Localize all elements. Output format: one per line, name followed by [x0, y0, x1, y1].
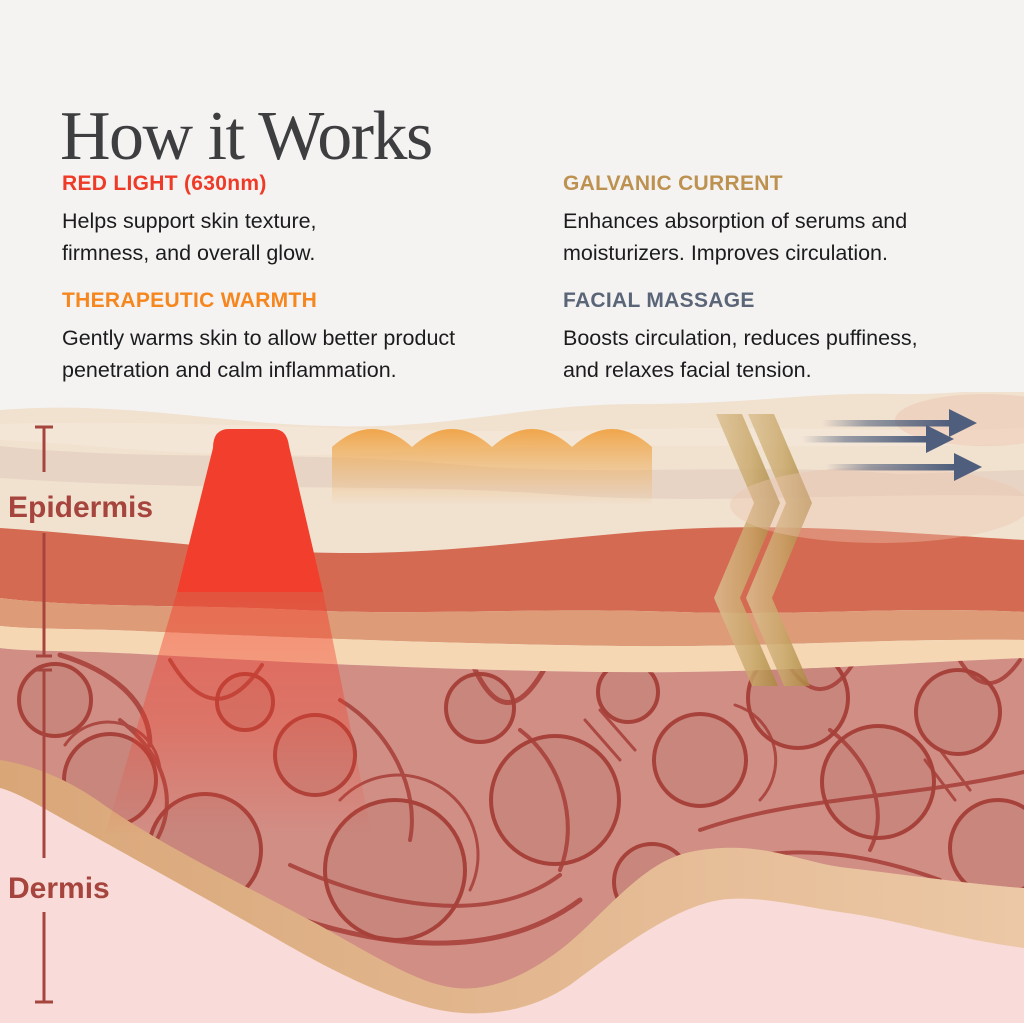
warmth-gradient-icon [332, 429, 652, 505]
massage-arrow [822, 409, 977, 437]
feature-therapeutic-warmth: THERAPEUTIC WARMTH Gently warms skin to … [62, 289, 542, 386]
dermis-bracket [35, 668, 53, 1004]
feature-red-light-heading: RED LIGHT (630nm) [62, 172, 267, 195]
feature-facial-massage-body: Boosts circulation, reduces puffiness,an… [563, 326, 918, 382]
feature-therapeutic-warmth-body: Gently warms skin to allow better produc… [62, 326, 456, 382]
epidermis-label: Epidermis [8, 491, 153, 524]
red-light-beam-icon [105, 429, 372, 835]
massage-arrows-icon [730, 394, 1024, 543]
galvanic-zigzag-icon [714, 414, 812, 686]
feature-galvanic-current: GALVANIC CURRENT Enhances absorption of … [563, 172, 1024, 269]
feature-red-light: RED LIGHT (630nm) Helps support skin tex… [62, 172, 542, 269]
page-title: How it Works [60, 97, 433, 175]
feature-facial-massage: FACIAL MASSAGE Boosts circulation, reduc… [563, 289, 1024, 386]
massage-arrow [826, 453, 982, 481]
feature-therapeutic-warmth-heading: THERAPEUTIC WARMTH [62, 289, 318, 312]
massage-arrow [802, 425, 954, 453]
dermis-label: Dermis [8, 872, 110, 905]
feature-red-light-body: Helps support skin texture,firmness, and… [62, 209, 317, 265]
epidermis-bracket [35, 425, 53, 658]
feature-facial-massage-heading: FACIAL MASSAGE [563, 289, 755, 312]
feature-galvanic-current-heading: GALVANIC CURRENT [563, 172, 783, 195]
skin-cross-section-illustration: Epidermis Dermis [0, 392, 1024, 1023]
